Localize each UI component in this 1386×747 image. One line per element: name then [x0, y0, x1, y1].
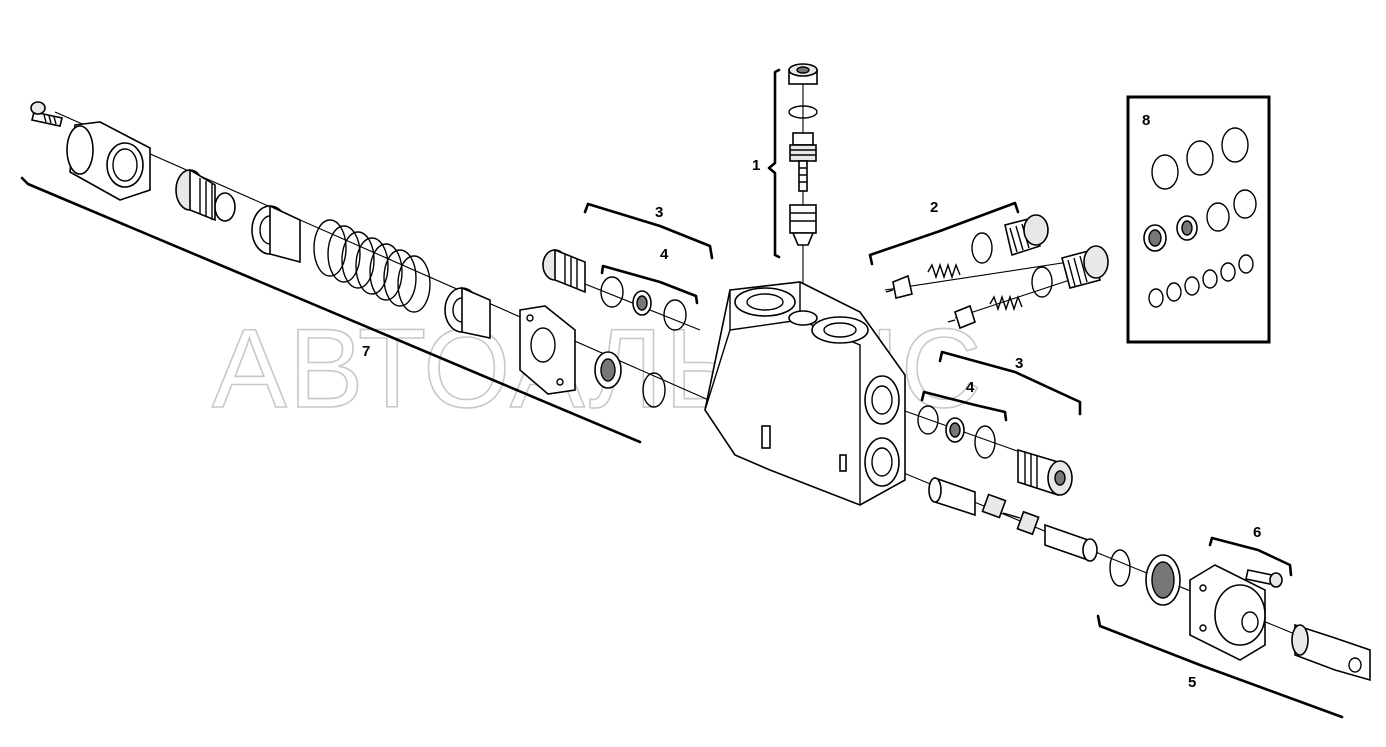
end-cap-part — [66, 121, 151, 201]
o-ring-part — [1031, 266, 1053, 298]
bracket-5 — [1096, 614, 1344, 719]
callout-5: 5 — [1188, 674, 1196, 691]
check-valve-part — [789, 132, 817, 192]
o-ring-part — [642, 372, 666, 408]
callout-7: 7 — [362, 343, 370, 360]
bracket-6 — [1208, 536, 1293, 577]
o-ring-part — [974, 425, 996, 459]
o-ring-part — [663, 299, 687, 331]
callout-4-right: 4 — [966, 379, 975, 396]
spring-seat-part — [444, 286, 491, 339]
poppet-part — [885, 274, 913, 299]
bracket-4-left — [600, 264, 699, 305]
seal-ring-part — [632, 290, 652, 316]
callout-3-right: 3 — [1015, 355, 1023, 372]
bracket-4-right — [920, 390, 1008, 422]
flange-plate-part — [519, 305, 576, 395]
o-ring-part — [917, 405, 939, 435]
spring-part — [313, 219, 431, 313]
o-ring-part — [971, 232, 993, 264]
poppet-part — [789, 204, 817, 246]
cap-part — [788, 63, 818, 85]
bracket-3-left — [583, 202, 714, 260]
bracket-2 — [868, 201, 1020, 266]
seal-part — [1145, 554, 1181, 606]
o-ring-part — [600, 276, 624, 308]
spring-part — [927, 262, 961, 280]
o-ring-part — [788, 105, 818, 119]
bolt-part — [1245, 569, 1283, 588]
seal-ring-part — [945, 417, 965, 443]
clevis-part — [1291, 623, 1371, 682]
bolt-part — [30, 101, 63, 127]
plug-part — [1061, 245, 1109, 289]
poppet-part — [947, 304, 976, 330]
callout-4-left: 4 — [660, 246, 669, 263]
plug-part — [1004, 214, 1049, 257]
spool-part — [928, 476, 1098, 562]
callout-2: 2 — [930, 199, 938, 216]
callout-3-left: 3 — [655, 204, 663, 221]
seal-kit-box — [1126, 95, 1271, 344]
bracket-1 — [767, 68, 781, 259]
plug-part — [1017, 448, 1073, 497]
plug-part — [542, 248, 586, 294]
spring-seat-part — [251, 204, 301, 264]
callout-8: 8 — [1142, 112, 1150, 129]
bracket-3-right — [938, 350, 1082, 416]
callout-6: 6 — [1253, 524, 1261, 541]
seal-part — [594, 351, 622, 389]
spring-part — [989, 294, 1023, 312]
spool-stop-part — [175, 168, 236, 222]
end-cap-part — [1189, 564, 1266, 661]
valve-body — [704, 281, 906, 506]
bracket-7 — [20, 176, 642, 444]
o-ring-part — [1109, 549, 1131, 587]
callout-1: 1 — [752, 157, 760, 174]
